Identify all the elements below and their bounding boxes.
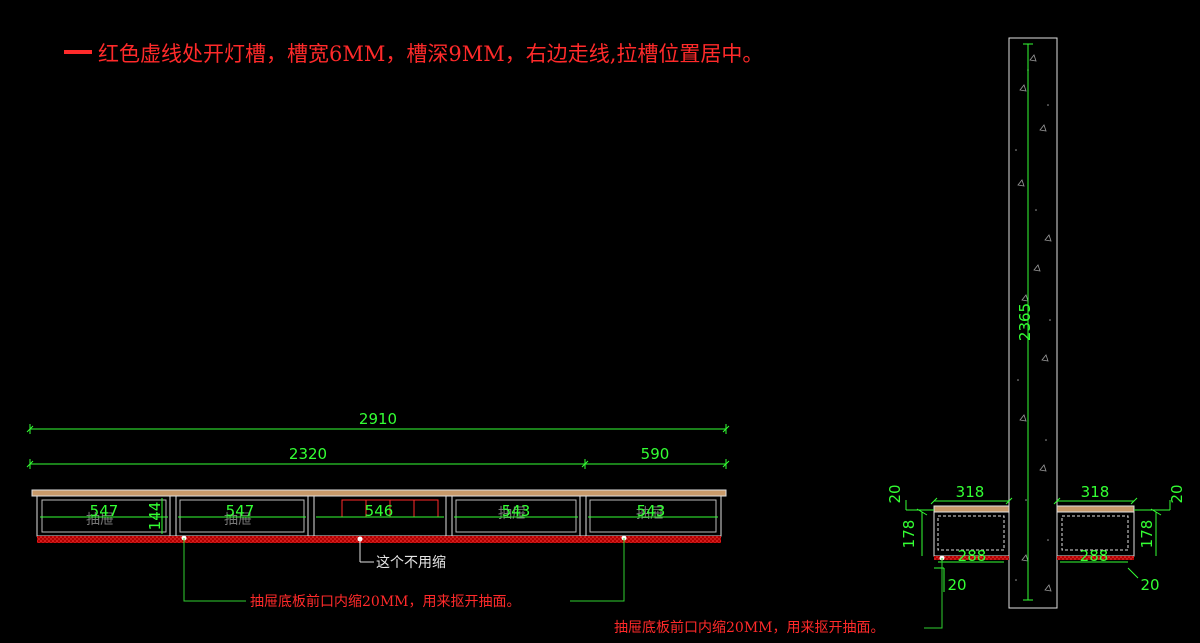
bay-dim-5: 543: [637, 502, 666, 520]
left-section-groove: [934, 556, 1009, 560]
left-width-dim: 318: [956, 483, 985, 501]
right-dim-label: 590: [641, 445, 670, 463]
bay-dividers: [169, 496, 587, 536]
drawer-outlines: [41, 499, 717, 533]
overall-dim-label: 2910: [359, 410, 397, 428]
right-section-groove: [1057, 556, 1134, 560]
drawer-label-1: 抽屉: [86, 512, 114, 528]
front-view: 2910 2320 590: [26, 410, 730, 610]
side-view: 2365 318 318 288 288 178 178: [614, 37, 1186, 636]
counter-top: [31, 489, 727, 497]
height-dim-label: 144: [146, 502, 164, 531]
wall-concrete-hatch: [1017, 54, 1052, 592]
top-offset-right: 20: [1168, 484, 1186, 503]
wall-column: [1008, 37, 1058, 609]
right-height-dim: 178: [1138, 520, 1156, 549]
bay-dim-1: 547: [90, 502, 119, 520]
left-section-drawer: [937, 515, 1005, 551]
right-section-drawer: [1061, 515, 1129, 551]
side-note-leader: [924, 558, 943, 629]
bay-dim-3: 546: [365, 502, 394, 520]
red-dash-legend-icon: [64, 50, 92, 54]
overall-dimension: 2910: [26, 410, 730, 434]
left-inner-dim: 288: [958, 547, 987, 565]
left-section-top: [933, 505, 1010, 513]
wall-height-dim-label: 2365: [1016, 303, 1034, 341]
title-note: 红色虚线处开灯槽，槽宽6MM，槽深9MM，右边走线,拉槽位置居中。: [98, 42, 763, 66]
no-shrink-leader: 这个不用缩: [357, 536, 446, 571]
drawer-label-3: 抽屉: [498, 506, 526, 522]
bay-dim-4: 543: [502, 502, 531, 520]
right-section-top: [1056, 505, 1135, 513]
bottom-offset-left: 20: [947, 576, 966, 594]
bay-dim-2: 547: [226, 502, 255, 520]
no-shrink-note: 这个不用缩: [376, 554, 446, 571]
drawer-label-4: 抽屉: [636, 506, 664, 522]
drawer-note-leader: 抽屉底板前口内缩20MM，用来抠开抽面。: [181, 535, 627, 610]
drawer-label-2: 抽屉: [224, 512, 252, 528]
left-dim-label: 2320: [289, 445, 327, 463]
right-inner-dim: 288: [1080, 547, 1109, 565]
right-width-dim: 318: [1081, 483, 1110, 501]
left-height-dim: 178: [900, 520, 918, 549]
bottom-offset-right: 20: [1140, 576, 1159, 594]
title-note-group: 红色虚线处开灯槽，槽宽6MM，槽深9MM，右边走线,拉槽位置居中。: [64, 42, 763, 66]
top-offset-left: 20: [886, 484, 904, 503]
front-drawer-note: 抽屉底板前口内缩20MM，用来抠开抽面。: [250, 593, 520, 610]
split-dimension: 2320 590: [26, 445, 730, 469]
base-light-groove: [37, 536, 721, 543]
side-drawer-note: 抽屉底板前口内缩20MM，用来抠开抽面。: [614, 619, 884, 636]
